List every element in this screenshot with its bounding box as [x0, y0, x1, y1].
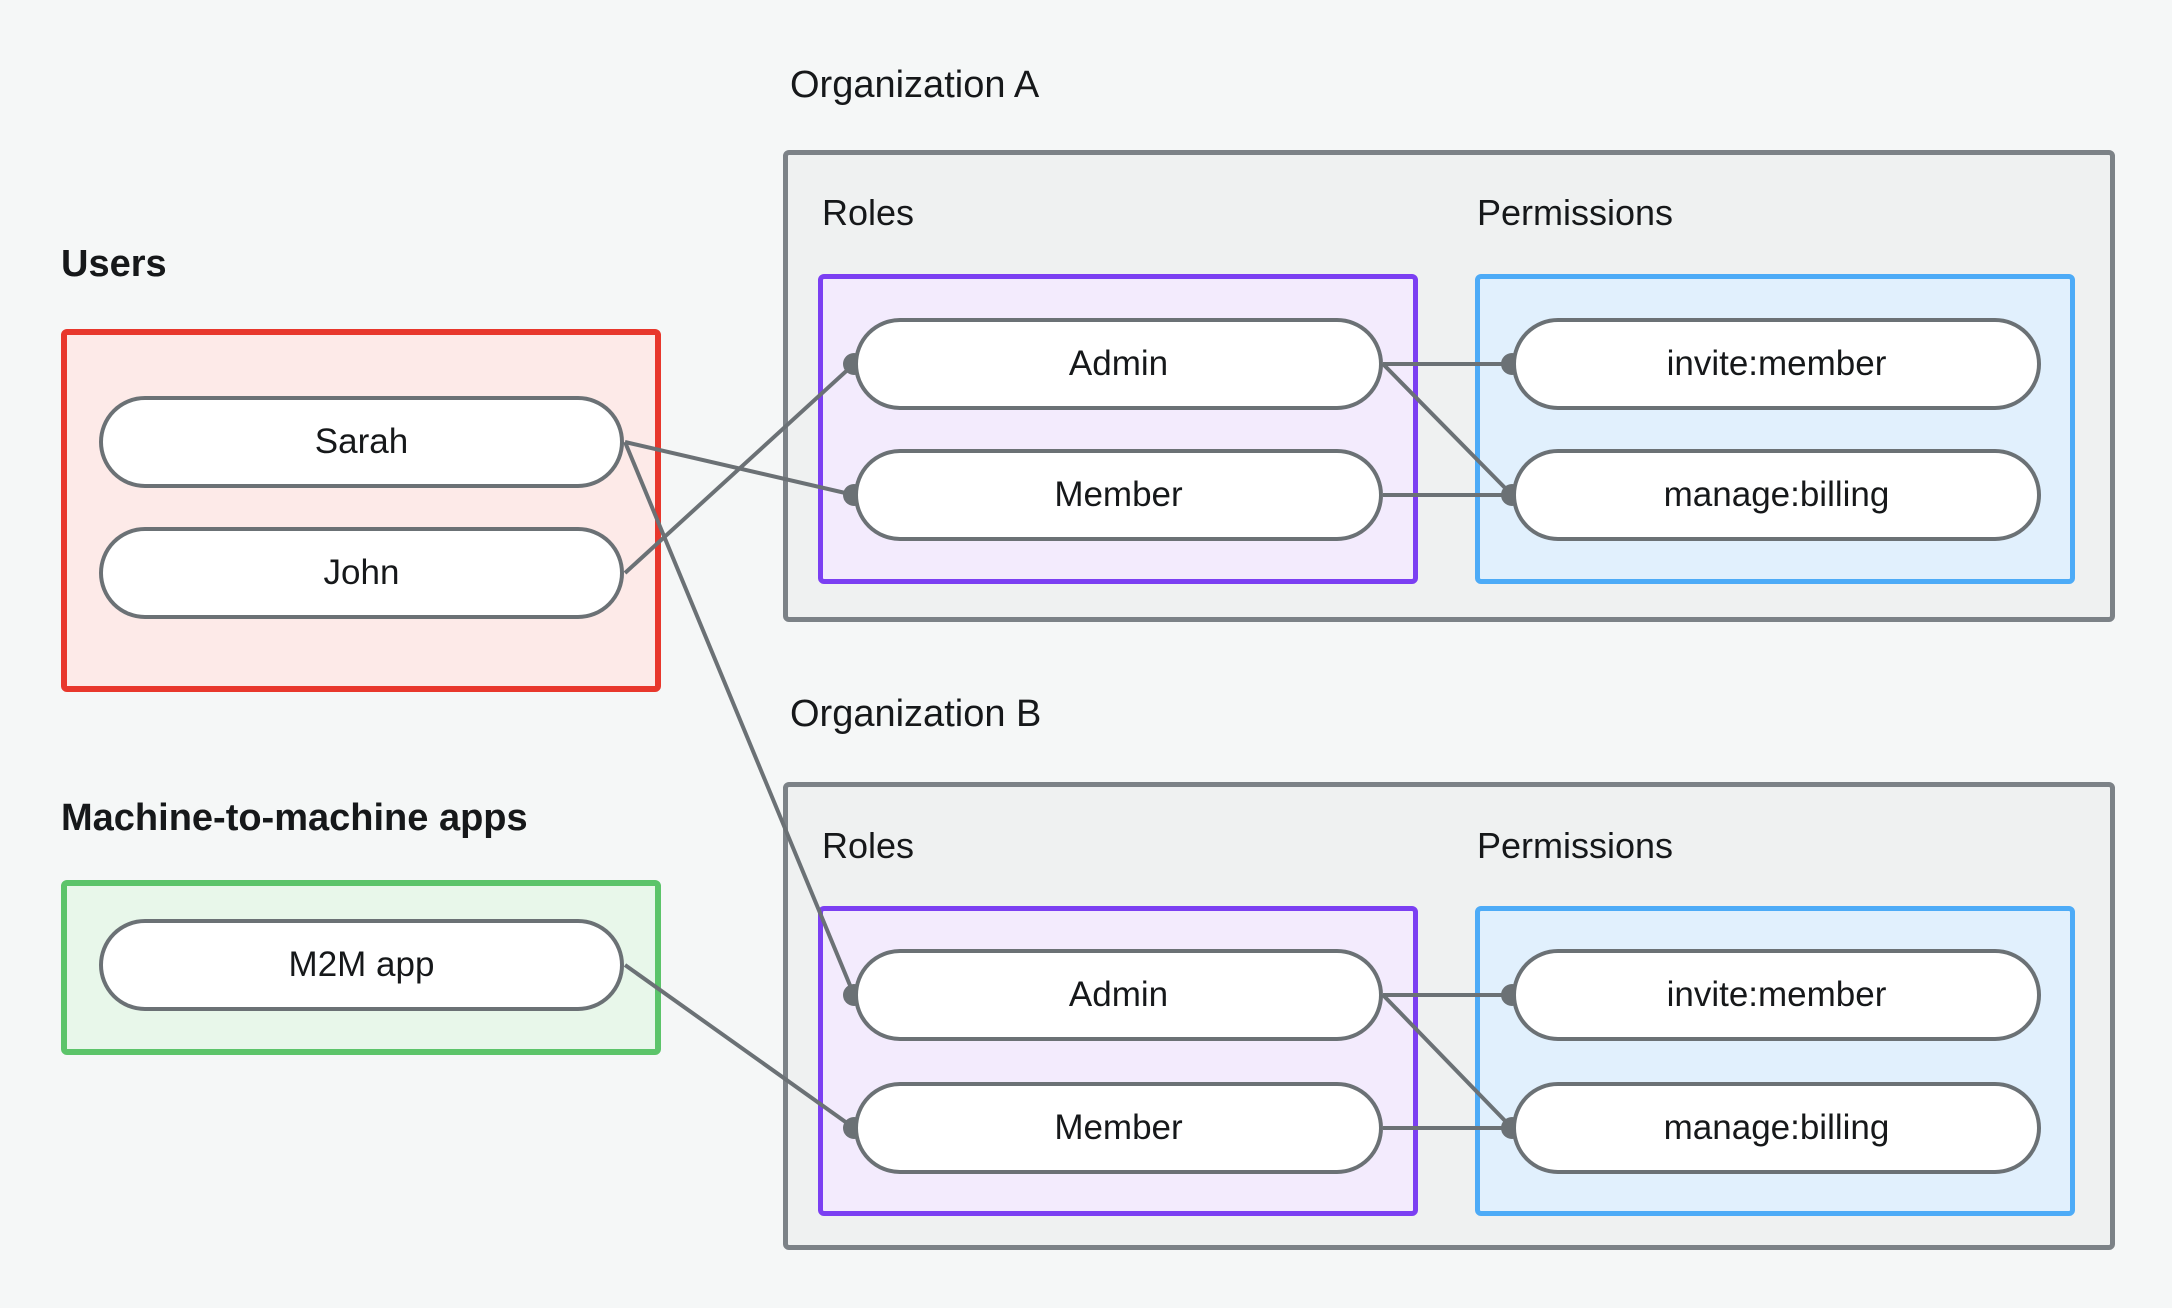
users-group-label: Users: [61, 243, 167, 285]
node-org-a-role-member[interactable]: Member: [854, 449, 1383, 541]
org-b-permissions-label: Permissions: [1477, 825, 1674, 866]
node-sarah[interactable]: Sarah: [99, 396, 624, 488]
node-org-b-role-admin[interactable]: Admin: [854, 949, 1383, 1041]
node-john[interactable]: John: [99, 527, 624, 619]
org-a-label: Organization A: [790, 64, 1040, 106]
node-org-b-role-member[interactable]: Member: [854, 1082, 1383, 1174]
node-org-b-perm-manage-billing[interactable]: manage:billing: [1512, 1082, 2041, 1174]
users-group-box: [61, 329, 661, 692]
node-org-a-role-admin[interactable]: Admin: [854, 318, 1383, 410]
org-a-permissions-label: Permissions: [1477, 192, 1674, 233]
org-a-roles-label: Roles: [822, 192, 915, 233]
node-org-b-perm-invite-member[interactable]: invite:member: [1512, 949, 2041, 1041]
org-b-label: Organization B: [790, 693, 1042, 735]
m2m-group-label: Machine-to-machine apps: [61, 797, 528, 839]
node-org-a-perm-manage-billing[interactable]: manage:billing: [1512, 449, 2041, 541]
node-org-a-perm-invite-member[interactable]: invite:member: [1512, 318, 2041, 410]
node-m2m-app[interactable]: M2M app: [99, 919, 624, 1011]
org-b-roles-label: Roles: [822, 825, 915, 866]
